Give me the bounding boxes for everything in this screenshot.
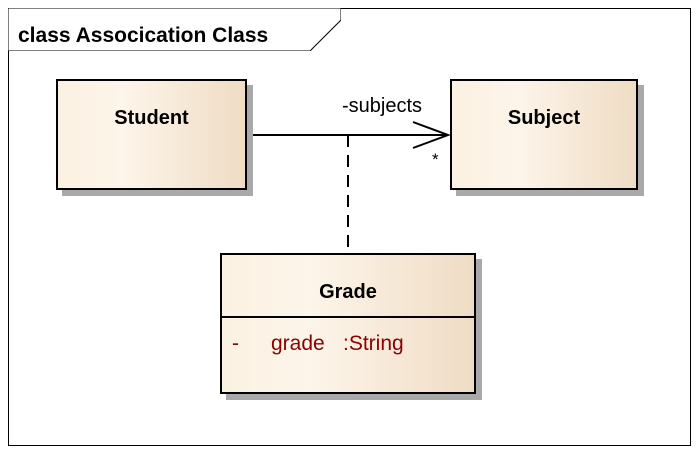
association-role-label: -subjects — [342, 95, 423, 117]
attribute-type: :String — [343, 332, 404, 355]
frame-title-tab: class Assocication Class — [8, 8, 341, 51]
class-subject[interactable]: Subject — [450, 79, 638, 190]
class-name: Student — [114, 107, 189, 129]
class-student[interactable]: Student — [56, 79, 247, 190]
association-arrowhead — [412, 121, 451, 149]
class-name: Subject — [507, 107, 581, 129]
class-name: Grade — [319, 281, 377, 303]
compartment-divider — [222, 316, 474, 318]
class-grade[interactable]: Grade - grade :String — [220, 253, 476, 394]
association-multiplicity-label: * — [432, 150, 439, 169]
frame-title: class Assocication Class — [18, 24, 268, 48]
frame-kind: class — [18, 24, 71, 47]
attribute-name: grade — [271, 332, 325, 355]
frame-name: Assocication Class — [75, 24, 269, 47]
attribute-visibility: - — [232, 332, 239, 355]
